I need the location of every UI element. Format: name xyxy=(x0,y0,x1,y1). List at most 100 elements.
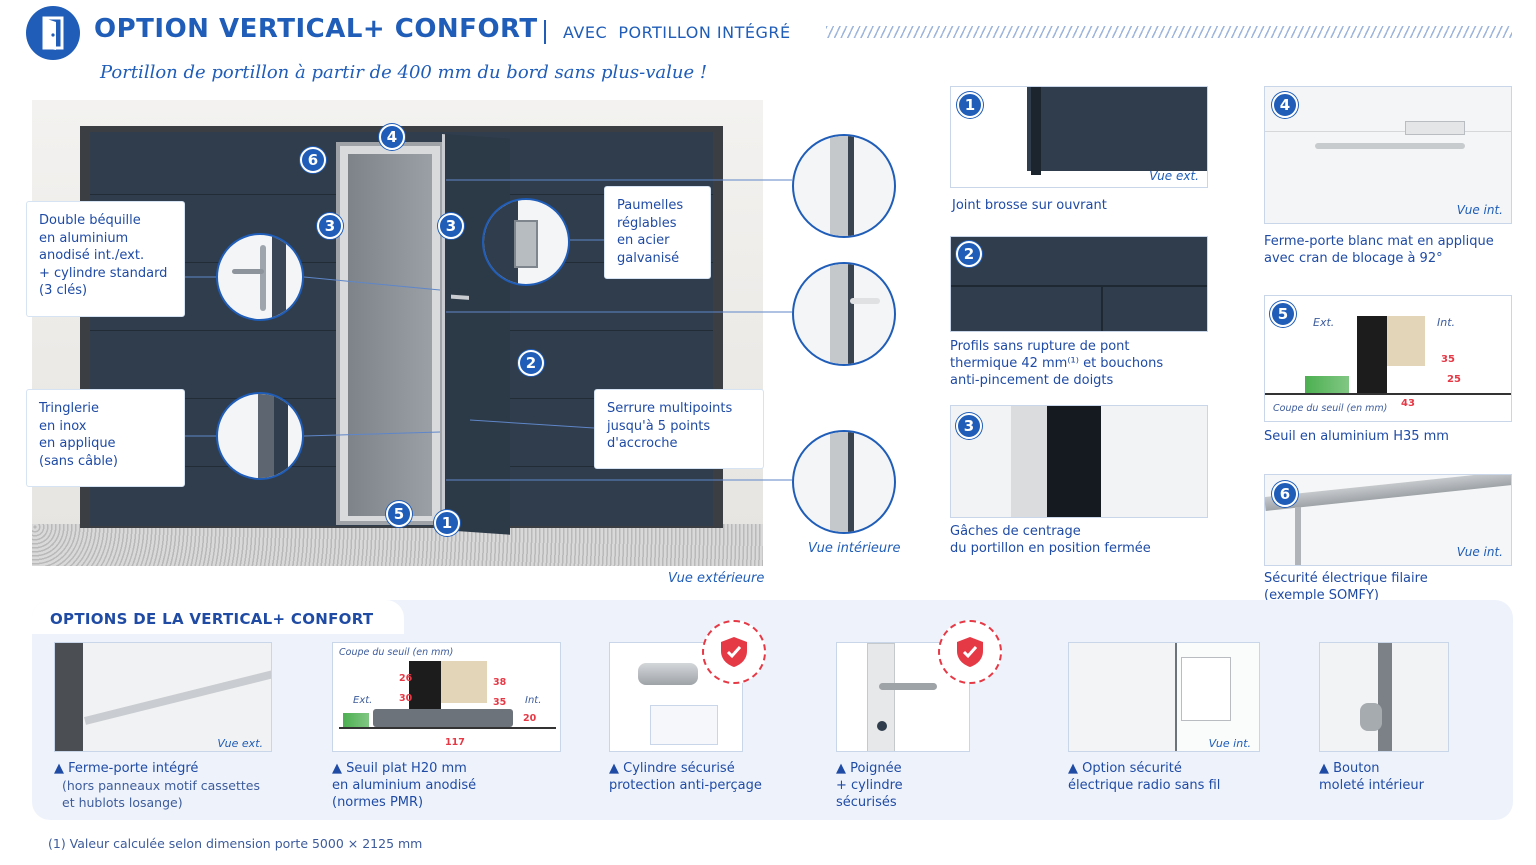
marker-3-left: 3 xyxy=(317,213,343,239)
callout-line: en inox xyxy=(39,418,87,434)
option-ext-2: Ext. xyxy=(353,695,373,706)
callout-tringlerie: Tringlerie en inox en applique (sans câb… xyxy=(26,389,185,487)
dim-25: 25 xyxy=(1447,374,1461,385)
detail-caption-3: Gâches de centrage du portillon en posit… xyxy=(950,523,1151,557)
footnote: (1) Valeur calculée selon dimension port… xyxy=(48,836,423,851)
callout-line: Tringlerie xyxy=(39,401,100,416)
triangle-icon: ▲ xyxy=(332,761,347,776)
dim-117: 117 xyxy=(445,737,465,748)
option-image-5: Vue int. xyxy=(1068,642,1260,752)
option-text: Ferme-porte intégré xyxy=(68,761,199,776)
option-line: protection anti-perçage xyxy=(609,778,762,793)
shield-check-icon xyxy=(721,637,747,667)
option-text: Seuil plat H20 mm xyxy=(346,761,467,776)
dim-43: 43 xyxy=(1401,398,1415,409)
option-image-1: Vue ext. xyxy=(54,642,272,752)
callout-line: jusqu'à 5 points xyxy=(607,418,711,434)
security-badge-1 xyxy=(702,620,766,684)
detail-number-6: 6 xyxy=(1272,481,1298,507)
detail-ext-5: Ext. xyxy=(1313,316,1335,329)
option-line: + cylindre xyxy=(836,778,903,793)
option-line: sécurisés xyxy=(836,795,897,810)
option-line: électrique radio sans fil xyxy=(1068,778,1221,793)
door-icon xyxy=(42,16,64,50)
option-line: ▲ Option sécurité xyxy=(1068,760,1220,777)
option-vue-5: Vue int. xyxy=(1208,737,1251,750)
callout-line: galvanisé xyxy=(617,250,680,266)
option-sub-line: (hors panneaux motif cassettes xyxy=(62,778,260,793)
callout-line: Double béquille xyxy=(39,213,141,228)
marker-3-right: 3 xyxy=(438,213,464,239)
title-divider xyxy=(544,20,546,44)
detail-card-5: Ext. Int. 35 25 43 Coupe du seuil (en mm… xyxy=(1264,295,1512,422)
caption-line: Joint brosse sur ouvrant xyxy=(952,198,1107,213)
option-caption-1: ▲ Ferme-porte intégré (hors panneaux mot… xyxy=(54,760,260,811)
zoom-int-1 xyxy=(792,134,896,238)
dim-35: 35 xyxy=(1441,354,1455,365)
option-sub-line: et hublots losange) xyxy=(62,795,183,810)
security-badge-2 xyxy=(938,620,1002,684)
detail-number-3: 3 xyxy=(956,413,982,439)
zoom-int-3 xyxy=(792,430,896,534)
triangle-icon: ▲ xyxy=(609,761,624,776)
page-subtitle: AVEC PORTILLON INTÉGRÉ xyxy=(563,23,791,42)
option-vue-1: Vue ext. xyxy=(217,737,263,750)
options-tab xyxy=(32,600,404,634)
callout-serrure: Serrure multipoints jusqu'à 5 points d'a… xyxy=(594,389,764,469)
detail-number-1: 1 xyxy=(957,92,983,118)
marker-2: 2 xyxy=(518,350,544,376)
callout-line: (3 clés) xyxy=(39,283,88,298)
brand-logo xyxy=(26,6,80,60)
detail-caption-6: Sécurité électrique filaire (exemple SOM… xyxy=(1264,570,1428,604)
callout-line: Paumelles xyxy=(617,198,684,213)
caption-line: Gâches de centrage xyxy=(950,524,1081,539)
triangle-icon: ▲ xyxy=(54,761,69,776)
option-caption-6: ▲ Bouton moleté intérieur xyxy=(1319,760,1424,794)
callout-line: réglables xyxy=(617,215,677,231)
option-caption-3: ▲ Cylindre sécurisé protection anti-perç… xyxy=(609,760,762,794)
hatch-decoration xyxy=(826,26,1512,38)
detail-caption-4: Ferme-porte blanc mat en applique avec c… xyxy=(1264,233,1494,267)
gravel-ground xyxy=(32,524,763,566)
detail-caption-2: Profils sans rupture de pont thermique 4… xyxy=(950,338,1163,389)
option-image-6 xyxy=(1319,642,1449,752)
detail-number-4: 4 xyxy=(1272,92,1298,118)
zoom-int-2 xyxy=(792,262,896,366)
triangle-icon: ▲ xyxy=(836,761,851,776)
callout-line: + cylindre standard xyxy=(39,265,168,281)
option-line: en aluminium anodisé xyxy=(332,778,477,793)
dim-38: 38 xyxy=(493,677,507,688)
caption-line: (exemple SOMFY) xyxy=(1264,588,1379,603)
page-title: OPTION VERTICAL+ CONFORT xyxy=(94,14,538,44)
option-caption-2: ▲ Seuil plat H20 mm en aluminium anodisé… xyxy=(332,760,476,811)
callout-line: en applique xyxy=(39,436,116,451)
caption-line: anti-pincement de doigts xyxy=(950,373,1114,388)
zoom-tringlerie xyxy=(216,392,304,480)
option-coupe-2: Coupe du seuil (en mm) xyxy=(339,647,454,658)
dim-20: 20 xyxy=(523,713,537,724)
detail-card-3 xyxy=(950,405,1208,518)
dim-35b: 35 xyxy=(493,697,507,708)
caption-line: avec cran de blocage à 92° xyxy=(1264,251,1443,266)
detail-number-5: 5 xyxy=(1270,301,1296,327)
detail-number-2: 2 xyxy=(956,241,982,267)
detail-coupe-5: Coupe du seuil (en mm) xyxy=(1273,403,1388,414)
detail-vue-1: Vue ext. xyxy=(1149,169,1199,183)
marker-4: 4 xyxy=(379,124,405,150)
options-panel xyxy=(32,600,1513,820)
vue-interieure-label: Vue intérieure xyxy=(808,541,901,556)
marker-6: 6 xyxy=(300,147,326,173)
detail-card-4: Vue int. xyxy=(1264,86,1512,224)
option-line: ▲ Bouton xyxy=(1319,760,1424,777)
option-text: Poignée xyxy=(850,761,902,776)
option-text: Cylindre sécurisé xyxy=(623,761,735,776)
callout-line: en acier xyxy=(617,233,670,248)
marker-5: 5 xyxy=(386,501,412,527)
option-line: ▲ Seuil plat H20 mm xyxy=(332,760,476,777)
option-caption-5: ▲ Option sécurité électrique radio sans … xyxy=(1068,760,1220,794)
zoom-bequille xyxy=(216,233,304,321)
detail-vue-4: Vue int. xyxy=(1456,203,1503,217)
detail-card-2 xyxy=(950,236,1208,332)
callout-paumelles: Paumelles réglables en acier galvanisé xyxy=(604,186,711,279)
option-text: Bouton xyxy=(1333,761,1380,776)
